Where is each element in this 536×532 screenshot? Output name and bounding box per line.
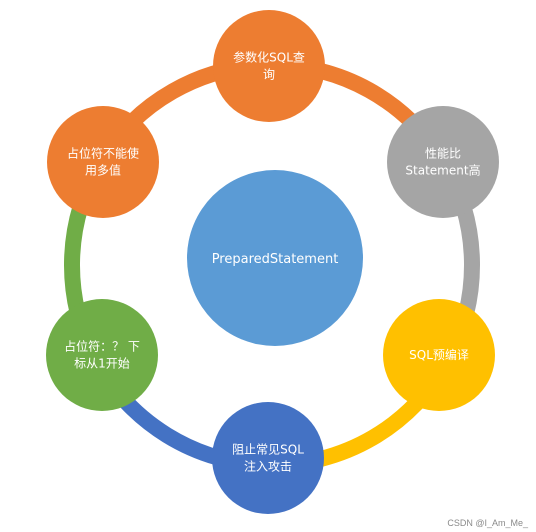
node-circle-4 (212, 402, 324, 514)
node-6-label-line-1: 占位符不能使 (67, 146, 139, 161)
node-4: 阻止常见SQL 注入攻击 (212, 402, 324, 514)
node-circle-6 (47, 106, 159, 218)
watermark: CSDN @I_Am_Me_ (447, 518, 528, 528)
node-6-label-line-2: 用多值 (85, 163, 121, 178)
node-1-label-line-1: 参数化SQL查 (233, 50, 305, 65)
node-2: 性能比 Statement高 (387, 106, 499, 218)
node-circle-1 (213, 10, 325, 122)
node-circle-3 (383, 299, 495, 411)
center-node: PreparedStatement (187, 170, 363, 346)
node-2-label-line-2: Statement高 (405, 163, 480, 178)
center-label: PreparedStatement (212, 252, 339, 267)
node-2-label-line-1: 性能比 (425, 147, 461, 161)
node-4-label-line-1: 阻止常见SQL (232, 443, 304, 457)
node-circle-2 (387, 106, 499, 218)
node-4-label-line-2: 注入攻击 (244, 459, 292, 474)
node-circle-5 (46, 299, 158, 411)
node-1-label-line-2: 询 (263, 68, 275, 82)
center-circle (187, 170, 363, 346)
node-5-label-line-1: 占位符：？ 下 (64, 339, 140, 354)
node-3: SQL预编译 (383, 299, 495, 411)
node-5-label-line-2: 标从1开始 (74, 357, 130, 371)
node-3-label-line-1: SQL预编译 (409, 347, 469, 362)
